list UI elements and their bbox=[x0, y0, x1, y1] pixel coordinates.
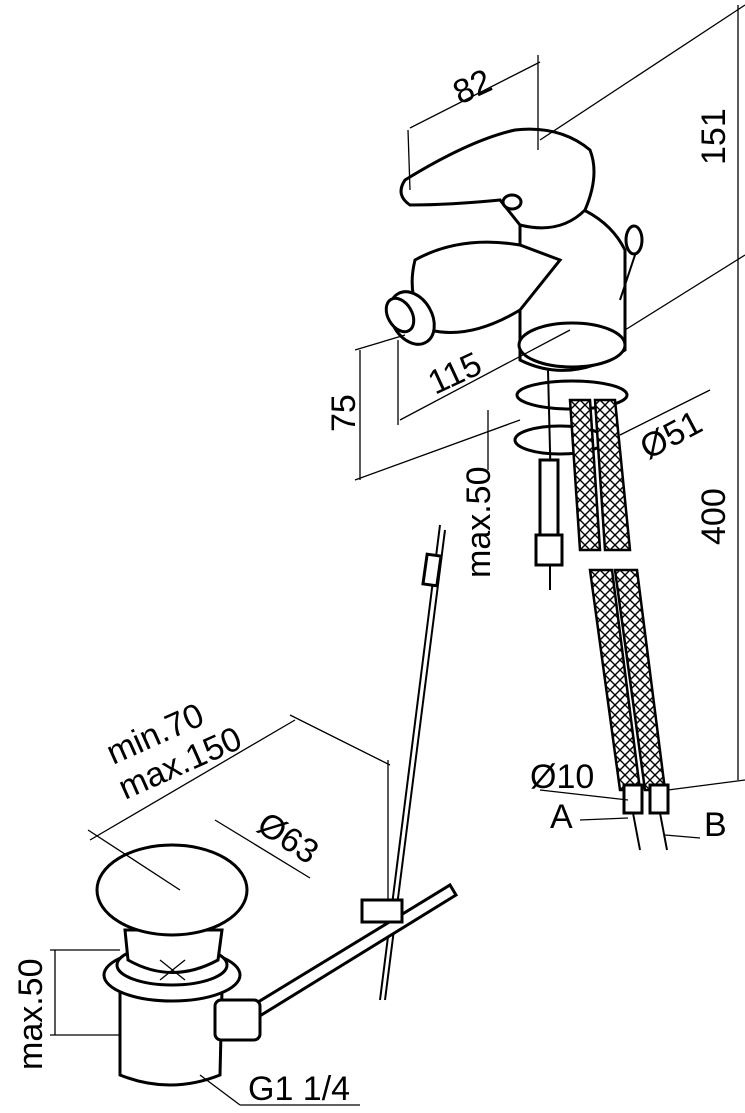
lift-rod bbox=[243, 882, 459, 1025]
dim-hose-diameter: Ø10 bbox=[530, 758, 594, 796]
dim-base-diameter: Ø51 bbox=[634, 403, 709, 467]
label-hose-b: B bbox=[704, 806, 727, 844]
bidet-faucet bbox=[384, 127, 670, 851]
plug-cap bbox=[95, 843, 249, 937]
dim-plug-diameter: Ø63 bbox=[251, 805, 326, 872]
label-hose-a: A bbox=[550, 798, 573, 836]
dim-thread: G1 1/4 bbox=[248, 1070, 350, 1108]
dim-total-height: 151 bbox=[695, 108, 733, 165]
dim-hose-length: 400 bbox=[695, 488, 733, 545]
dim-spout-height: 75 bbox=[325, 394, 363, 432]
pop-up-waste bbox=[95, 524, 459, 1087]
faucet-dimension-lines bbox=[354, 4, 745, 839]
waste-dimension-lines bbox=[50, 714, 391, 1106]
dim-basin-thickness: max.50 bbox=[12, 959, 50, 1071]
dim-spout-reach: 115 bbox=[422, 345, 487, 402]
lever-handle bbox=[399, 127, 596, 230]
dim-deck-thickness: max.50 bbox=[460, 467, 498, 579]
